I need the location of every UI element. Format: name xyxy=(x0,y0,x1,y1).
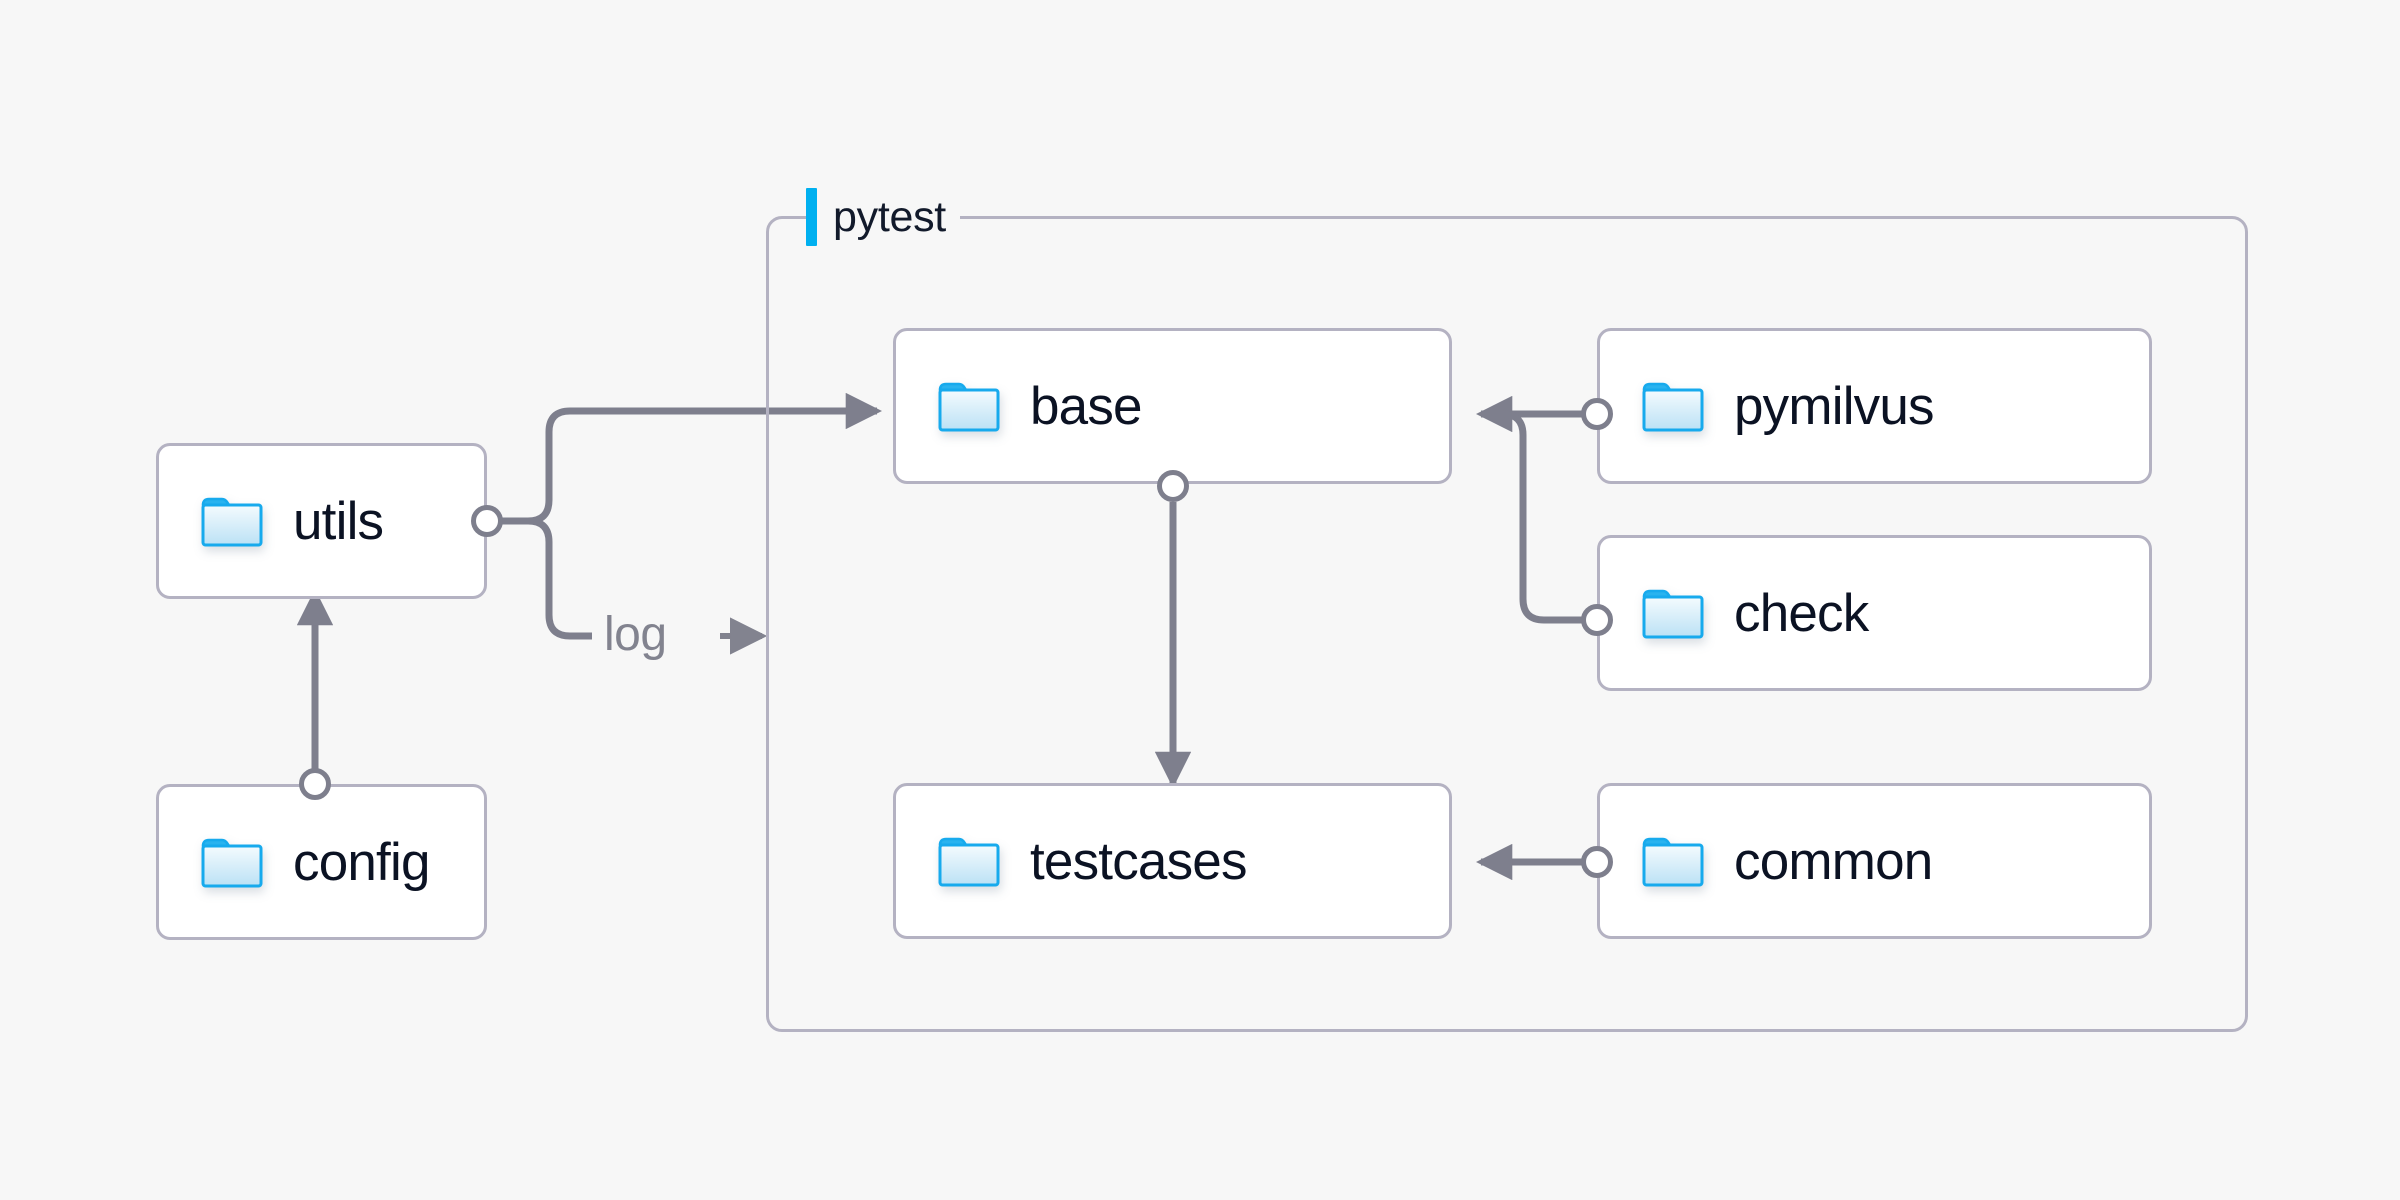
folder-icon xyxy=(201,494,263,548)
node-label: config xyxy=(293,832,430,892)
node-config[interactable]: config xyxy=(156,784,487,940)
connector-dot-common-left[interactable] xyxy=(1581,846,1613,878)
node-label: utils xyxy=(293,491,384,551)
node-common[interactable]: common xyxy=(1597,783,2152,939)
folder-icon xyxy=(938,379,1000,433)
node-check[interactable]: check xyxy=(1597,535,2152,691)
node-utils[interactable]: utils xyxy=(156,443,487,599)
node-label: base xyxy=(1030,376,1143,436)
edge-label-log: log xyxy=(604,608,667,661)
group-accent-bar xyxy=(806,188,817,246)
folder-icon xyxy=(201,835,263,889)
node-base[interactable]: base xyxy=(893,328,1452,484)
node-label: testcases xyxy=(1030,831,1247,891)
pytest-group-container xyxy=(766,216,2248,1032)
edge-utils-to-log xyxy=(527,517,592,640)
node-label: pymilvus xyxy=(1734,376,1935,436)
folder-icon xyxy=(1642,379,1704,433)
node-label: common xyxy=(1734,831,1933,891)
connector-dot-pymilvus-left[interactable] xyxy=(1581,398,1613,430)
folder-icon xyxy=(938,834,1000,888)
folder-icon xyxy=(1642,834,1704,888)
connector-dot-utils-right[interactable] xyxy=(471,505,503,537)
pytest-group-label: pytest xyxy=(806,185,960,249)
node-testcases[interactable]: testcases xyxy=(893,783,1452,939)
group-label-text: pytest xyxy=(833,192,946,241)
folder-icon xyxy=(1642,586,1704,640)
connector-dot-config-top[interactable] xyxy=(299,768,331,800)
connector-dot-base-bottom[interactable] xyxy=(1157,470,1189,502)
connector-dot-check-left[interactable] xyxy=(1581,604,1613,636)
node-label: check xyxy=(1734,583,1869,643)
node-pymilvus[interactable]: pymilvus xyxy=(1597,328,2152,484)
